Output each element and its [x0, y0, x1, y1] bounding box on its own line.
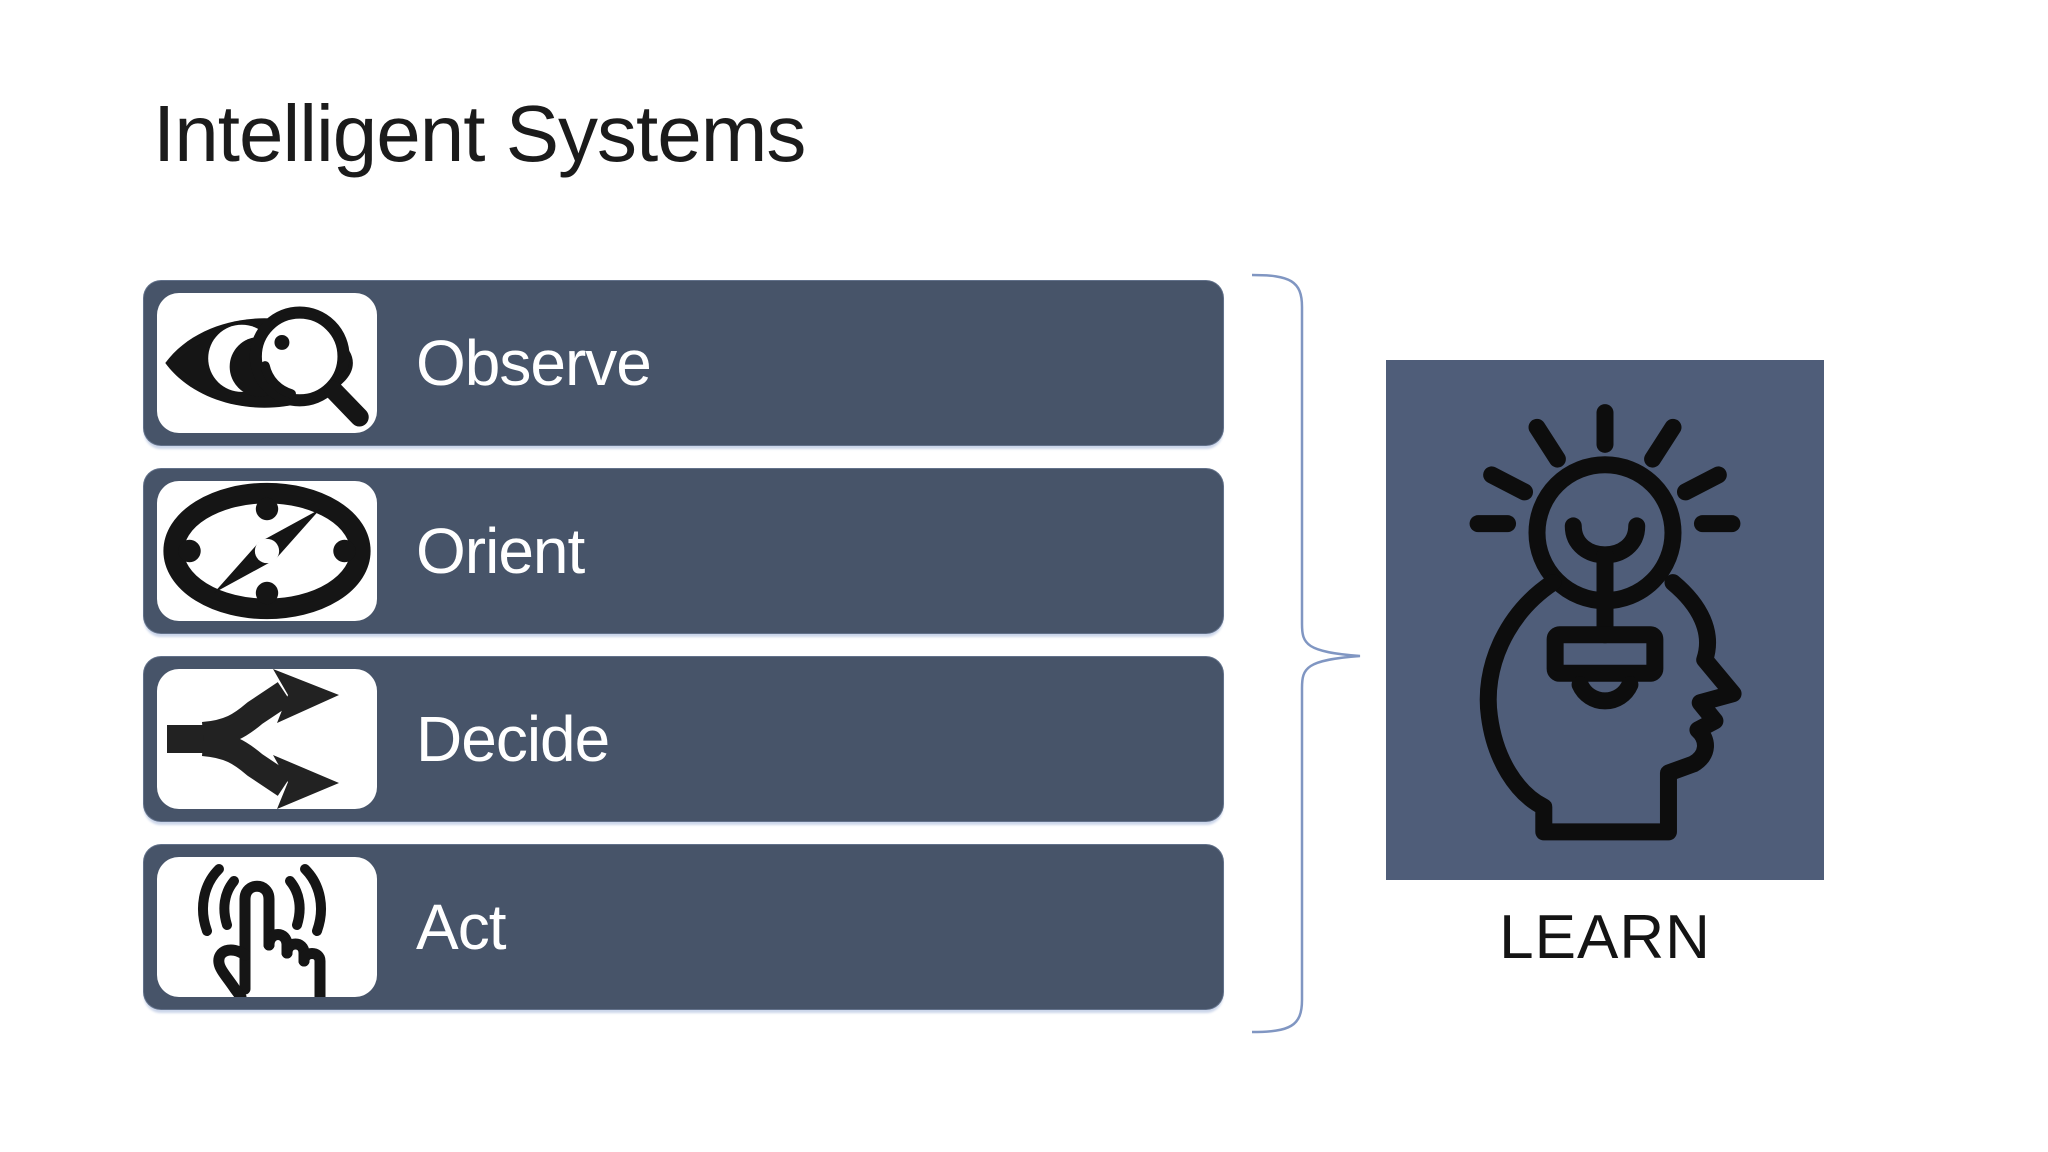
tap-finger-icon	[198, 864, 326, 997]
step-label: Act	[416, 891, 506, 963]
brace-bracket	[1251, 273, 1361, 1034]
step-label: Observe	[416, 327, 652, 399]
ooda-step-orient: Orient	[143, 468, 1224, 634]
split-arrows-icon	[167, 669, 339, 809]
step-label: Orient	[416, 515, 585, 587]
step-icon-tile	[157, 857, 377, 997]
step-icon-tile	[157, 481, 377, 621]
ooda-step-observe: Observe	[143, 280, 1224, 446]
eye-magnifier-icon	[165, 306, 369, 427]
compass-icon	[163, 482, 371, 620]
step-label: Decide	[416, 703, 610, 775]
slide-title: Intelligent Systems	[153, 89, 806, 178]
learn-box	[1386, 360, 1824, 880]
learn-label: LEARN	[1499, 903, 1711, 972]
ooda-step-act: Act	[143, 844, 1224, 1010]
ooda-step-decide: Decide	[143, 656, 1224, 822]
step-icon-tile	[157, 669, 377, 809]
head-lightbulb-icon	[1469, 404, 1742, 841]
step-icon-tile	[157, 293, 377, 433]
